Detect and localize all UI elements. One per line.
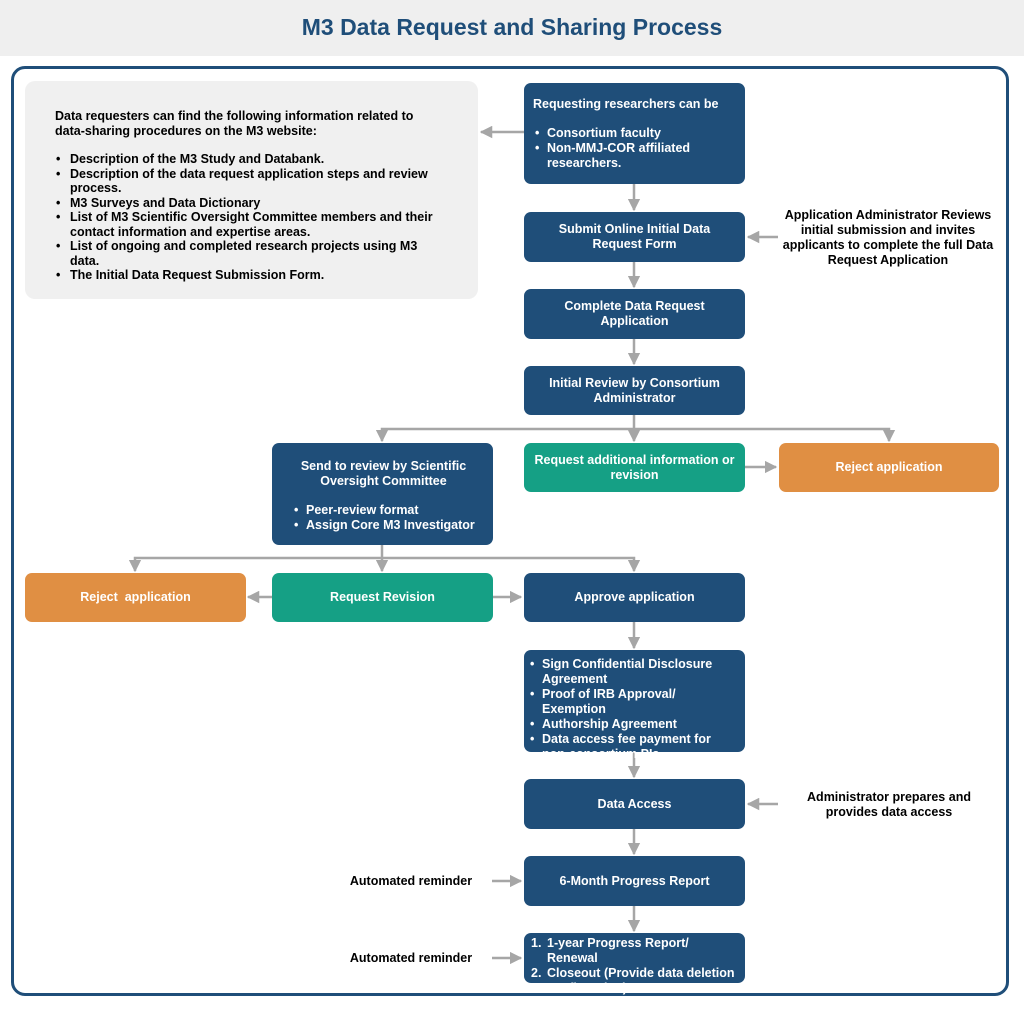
reject-application-bottom: Reject application	[25, 573, 246, 622]
website-info-item: M3 Surveys and Data Dictionary	[55, 196, 446, 211]
scientific-review-list: Peer-review format Assign Core M3 Invest…	[284, 503, 483, 533]
arrow-committee-to-reject	[128, 556, 382, 573]
agreements-box: Sign Confidential Disclosure Agreement P…	[524, 650, 745, 761]
complete-application-step: Complete Data Request Application	[524, 289, 745, 339]
automated-reminder-note: Automated reminder	[349, 951, 473, 965]
scientific-review-item: Peer-review format	[292, 503, 483, 518]
website-info-item: List of M3 Scientific Oversight Committe…	[55, 210, 446, 239]
researchers-heading: Requesting researchers can be	[533, 97, 719, 111]
automated-reminder-note: Automated reminder	[349, 874, 473, 888]
final-reports-text: 1-year Progress Report/ Renewal	[547, 936, 689, 965]
request-additional-info-step: Request additional information or revisi…	[524, 443, 745, 492]
scientific-review-box: Send to review by Scientific Oversight C…	[272, 443, 493, 545]
researchers-list: Consortium faculty Non-MMJ-COR affiliate…	[533, 126, 735, 171]
website-info-panel: Data requesters can find the following i…	[25, 81, 478, 299]
final-reports-number: 2.	[531, 966, 542, 980]
data-access-step: Data Access	[524, 779, 745, 829]
final-reports-number: 1.	[531, 936, 542, 950]
final-reports-list: 1. 1-year Progress Report/ Renewal 2. Cl…	[531, 936, 739, 996]
scientific-review-item: Assign Core M3 Investigator	[292, 518, 483, 533]
initial-review-step: Initial Review by Consortium Administrat…	[524, 366, 745, 415]
submit-form-step: Submit Online Initial Data Request Form	[524, 212, 745, 262]
reject-application-top: Reject application	[779, 443, 999, 492]
request-revision-step: Request Revision	[272, 573, 493, 622]
final-reports-text: Closeout (Provide data deletion confirma…	[547, 966, 735, 995]
six-month-report-step: 6-Month Progress Report	[524, 856, 745, 906]
website-info-item: Description of the data request applicat…	[55, 167, 446, 196]
website-info-item: List of ongoing and completed research p…	[55, 239, 446, 268]
arrow-review-branch-right	[634, 427, 896, 443]
admin-review-note: Application Administrator Reviews initia…	[782, 208, 994, 267]
website-info-item: Description of the M3 Study and Databank…	[55, 152, 446, 167]
agreements-item: Proof of IRB Approval/ Exemption	[528, 687, 737, 717]
scientific-review-heading: Send to review by Scientific Oversight C…	[300, 459, 467, 488]
agreements-item: Authorship Agreement	[528, 717, 737, 732]
title-bar: M3 Data Request and Sharing Process	[0, 0, 1024, 56]
researchers-item: Consortium faculty	[533, 126, 735, 141]
approve-application-step: Approve application	[524, 573, 745, 622]
arrow-committee-to-approve	[382, 556, 641, 573]
researchers-item: Non-MMJ-COR affiliated researchers.	[533, 141, 735, 171]
final-reports-item: 2. Closeout (Provide data deletion confi…	[531, 966, 739, 996]
page-title: M3 Data Request and Sharing Process	[301, 14, 723, 40]
website-info-list: Description of the M3 Study and Databank…	[55, 152, 446, 283]
diagram-frame	[11, 66, 1009, 996]
final-reports-item: 1. 1-year Progress Report/ Renewal	[531, 936, 739, 966]
admin-prepares-note: Administrator prepares and provides data…	[807, 790, 971, 819]
website-info-item: The Initial Data Request Submission Form…	[55, 268, 446, 283]
researchers-box: Requesting researchers can be Consortium…	[524, 83, 745, 184]
agreements-list: Sign Confidential Disclosure Agreement P…	[528, 657, 737, 762]
agreements-item: Data access fee payment for non-consorti…	[528, 732, 737, 762]
website-info-intro: Data requesters can find the following i…	[55, 109, 414, 138]
arrow-review-branch-left	[375, 427, 634, 443]
final-reports-box: 1. 1-year Progress Report/ Renewal 2. Cl…	[524, 933, 745, 995]
agreements-item: Sign Confidential Disclosure Agreement	[528, 657, 737, 687]
